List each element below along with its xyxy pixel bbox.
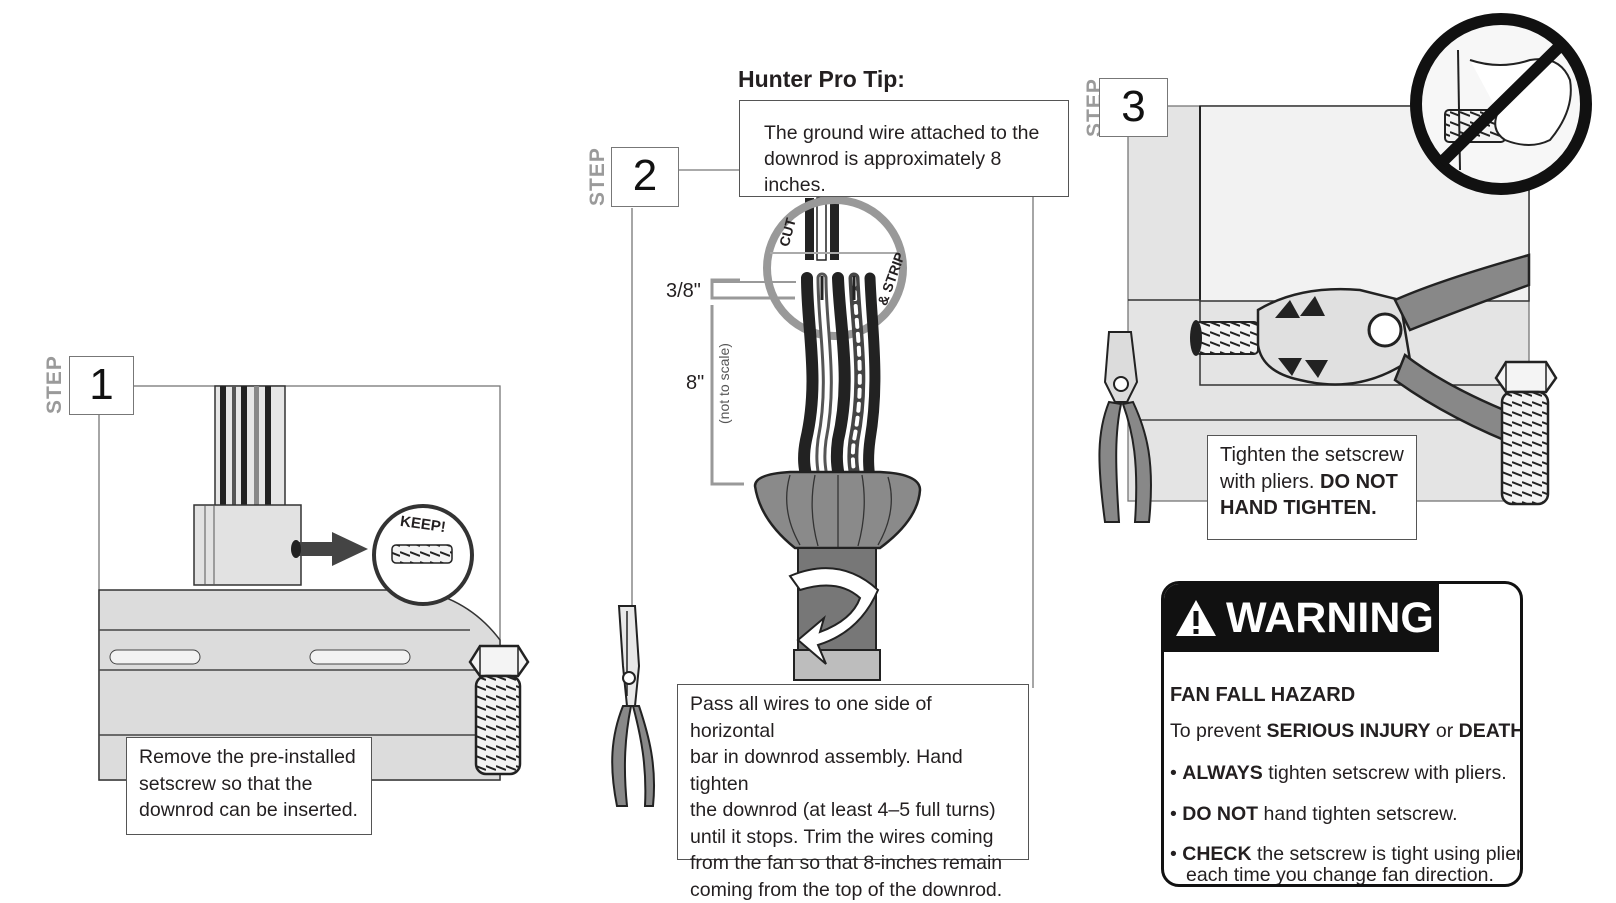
warning-bullet-1: • ALWAYS tighten setscrew with pliers. <box>1170 761 1507 785</box>
step2-line-2: bar in downrod assembly. Hand tighten <box>690 744 1016 797</box>
dimension-small: 3/8" <box>666 280 701 303</box>
dimension-large: 8" <box>686 372 704 395</box>
warning-hazard: FAN FALL HAZARD <box>1170 683 1355 707</box>
step3-line-3: HAND TIGHTEN. <box>1220 495 1404 522</box>
step3-line-2-bold: DO NOT <box>1320 471 1398 493</box>
step1-line-1: Remove the pre-installed <box>139 744 359 771</box>
warning-bullet-2: • DO NOT hand tighten setscrew. <box>1170 802 1458 826</box>
step3-line-2-plain: with pliers. <box>1220 471 1314 493</box>
warning-bullet-1-text: tighten setscrew with pliers. <box>1263 762 1507 784</box>
step2-line-4: until it stops. Trim the wires coming <box>690 824 1016 851</box>
pro-tip-text-1: The ground wire attached to the <box>764 120 1044 146</box>
warning-intro-part-1: To prevent <box>1170 720 1266 742</box>
step2-line-1: Pass all wires to one side of horizontal <box>690 691 1016 744</box>
warning-bullet-3-cont: each time you change fan direction. <box>1186 863 1494 887</box>
step1-illustration <box>99 386 528 780</box>
pro-tip-box: The ground wire attached to the downrod … <box>739 100 1069 197</box>
step3-line-2: with pliers. DO NOT <box>1220 469 1404 496</box>
step2-line-5: from the fan so that 8-inches remain <box>690 850 1016 877</box>
pro-tip-text-2: downrod is approximately 8 inches. <box>764 146 1044 198</box>
step3-number: 3 <box>1099 78 1168 137</box>
warning-title: WARNING <box>1226 594 1434 642</box>
no-hand-tighten-icon <box>1416 19 1586 189</box>
step1-instructions: Remove the pre-installed setscrew so tha… <box>126 737 372 835</box>
warning-panel: WARNING FAN FALL HAZARD To prevent SERIO… <box>1161 581 1523 887</box>
warning-intro-serious-injury: SERIOUS INJURY <box>1266 720 1430 742</box>
not-to-scale-note: (not to scale) <box>716 343 732 424</box>
warning-intro: To prevent SERIOUS INJURY or DEATH: <box>1170 719 1523 743</box>
step3-instructions: Tighten the setscrew with pliers. DO NOT… <box>1207 435 1417 540</box>
warning-intro-death: DEATH <box>1459 720 1523 742</box>
warning-bullet-3-strong: CHECK <box>1182 843 1251 865</box>
pro-tip-title: Hunter Pro Tip: <box>738 66 905 93</box>
warning-bullet-2-strong: DO NOT <box>1182 803 1258 825</box>
step1-line-2: setscrew so that the <box>139 771 359 798</box>
step3-line-1: Tighten the setscrew <box>1220 442 1404 469</box>
warning-intro-part-2: or <box>1430 720 1458 742</box>
warning-bullet-1-strong: ALWAYS <box>1182 762 1263 784</box>
step2-number: 2 <box>611 147 679 207</box>
warning-header: WARNING <box>1164 584 1439 652</box>
step1-label: STEP <box>43 355 67 414</box>
step1-line-3: downrod can be inserted. <box>139 797 359 824</box>
step2-line-6: coming from the top of the downrod. <box>690 877 1016 903</box>
step2-line-3: the downrod (at least 4–5 full turns) <box>690 797 1016 824</box>
warning-triangle-icon <box>1174 598 1218 638</box>
warning-bullet-2-text: hand tighten setscrew. <box>1258 803 1457 825</box>
step2-instructions: Pass all wires to one side of horizontal… <box>677 684 1029 860</box>
step1-number: 1 <box>69 356 134 415</box>
step2-label: STEP <box>586 147 610 206</box>
warning-bullet-3-text: the setscrew is tight using pliers <box>1252 843 1523 865</box>
